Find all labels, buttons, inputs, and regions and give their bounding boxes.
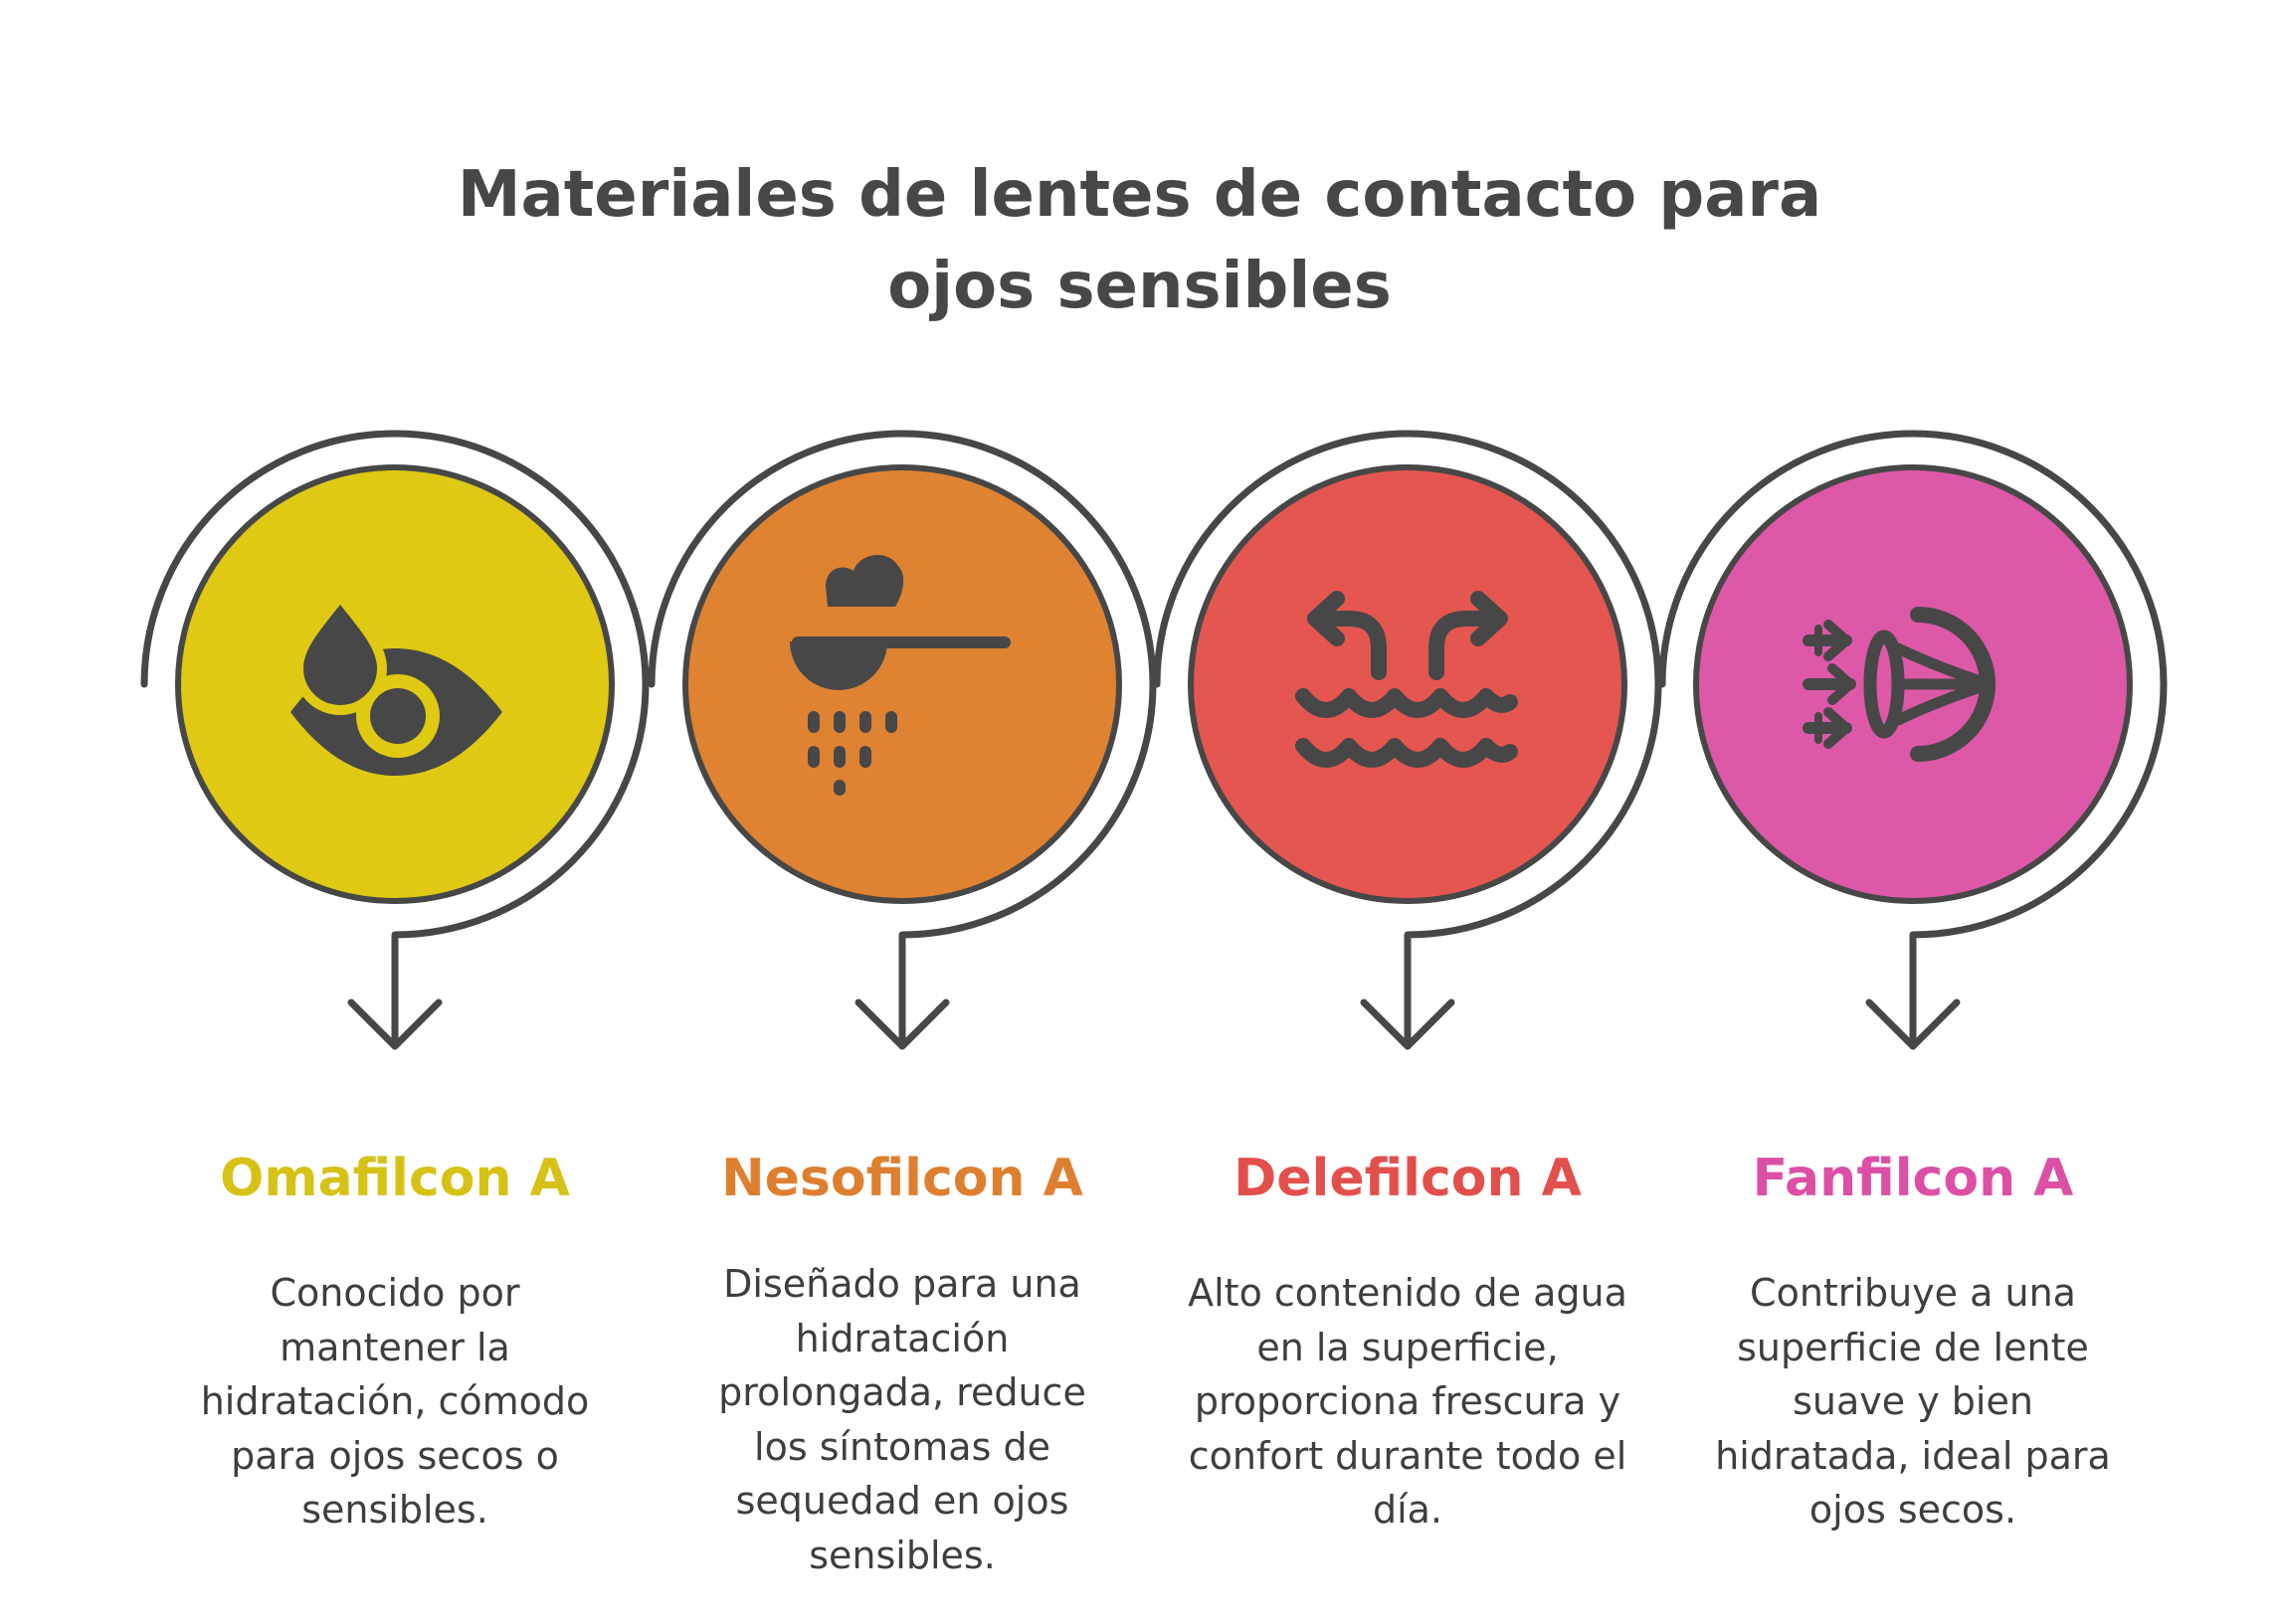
description-line: Diseñado para una [723,1262,1081,1306]
description-line: sequedad en ojos [735,1479,1069,1523]
description-line: confort durante todo el [1188,1433,1627,1478]
step-2-arc [648,430,1157,1050]
step-4-heading: Fanfilcon A [1752,1149,2074,1208]
description-line: ojos secos. [1808,1488,2017,1532]
step-4-description: Contribuye a una superficie de lente sua… [1694,1266,2132,1537]
description-line: proporciona frescura y [1194,1379,1621,1423]
description-line: superficie de lente [1737,1325,2089,1369]
step-2-circle [682,464,1122,904]
description-line: hidratada, ideal para [1715,1433,2111,1478]
description-line: hidratación, cómodo [200,1379,590,1423]
step-2-description: Diseñado para una hidratación prolongada… [683,1257,1121,1582]
description-line: para ojos secos o [231,1433,559,1478]
step-3-heading: Delefilcon A [1234,1149,1582,1208]
description-line: Contribuye a una [1750,1271,2076,1315]
description-line: día. [1372,1488,1443,1532]
description-line: Alto contenido de agua [1188,1271,1627,1315]
step-3-circle [1188,464,1627,904]
page-title-line-2: ojos sensibles [887,250,1392,323]
step-2-arrow-head [855,998,950,1050]
smooth-lens-icon [1803,607,1995,762]
step-4-arc [1658,430,2168,1050]
step-1-arc [140,430,650,1050]
water-surface-icon [1295,591,1518,768]
eye-drop-icon [290,588,502,776]
description-line: mantener la [280,1325,510,1369]
step-3-arc [1153,430,1662,1050]
description-line: sensibles. [809,1533,996,1577]
step-4-arrow-head [1865,998,1961,1050]
description-line: prolongada, reduce [718,1370,1086,1414]
step-2-heading: Nesofilcon A [721,1149,1083,1208]
description-line: sensibles. [301,1488,488,1532]
step-3-description: Alto contenido de agua en la superficie,… [1169,1266,1646,1537]
step-3-arrow-head [1360,998,1455,1050]
step-1-description: Conocido por mantener la hidratación, có… [176,1266,614,1537]
description-line: suave y bien [1793,1379,2033,1423]
description-line: los síntomas de [754,1424,1050,1469]
description-line: Conocido por [270,1271,520,1315]
page-title-line-1: Materiales de lentes de contacto para [457,158,1822,232]
water-dipper-icon [790,554,1011,796]
page-title: Materiales de lentes de contacto para oj… [0,149,2279,332]
description-line: en la superficie, [1256,1325,1559,1369]
step-1-arrow-head [347,998,443,1050]
description-line: hidratación [795,1316,1010,1360]
step-1-heading: Omafilcon A [220,1149,570,1208]
